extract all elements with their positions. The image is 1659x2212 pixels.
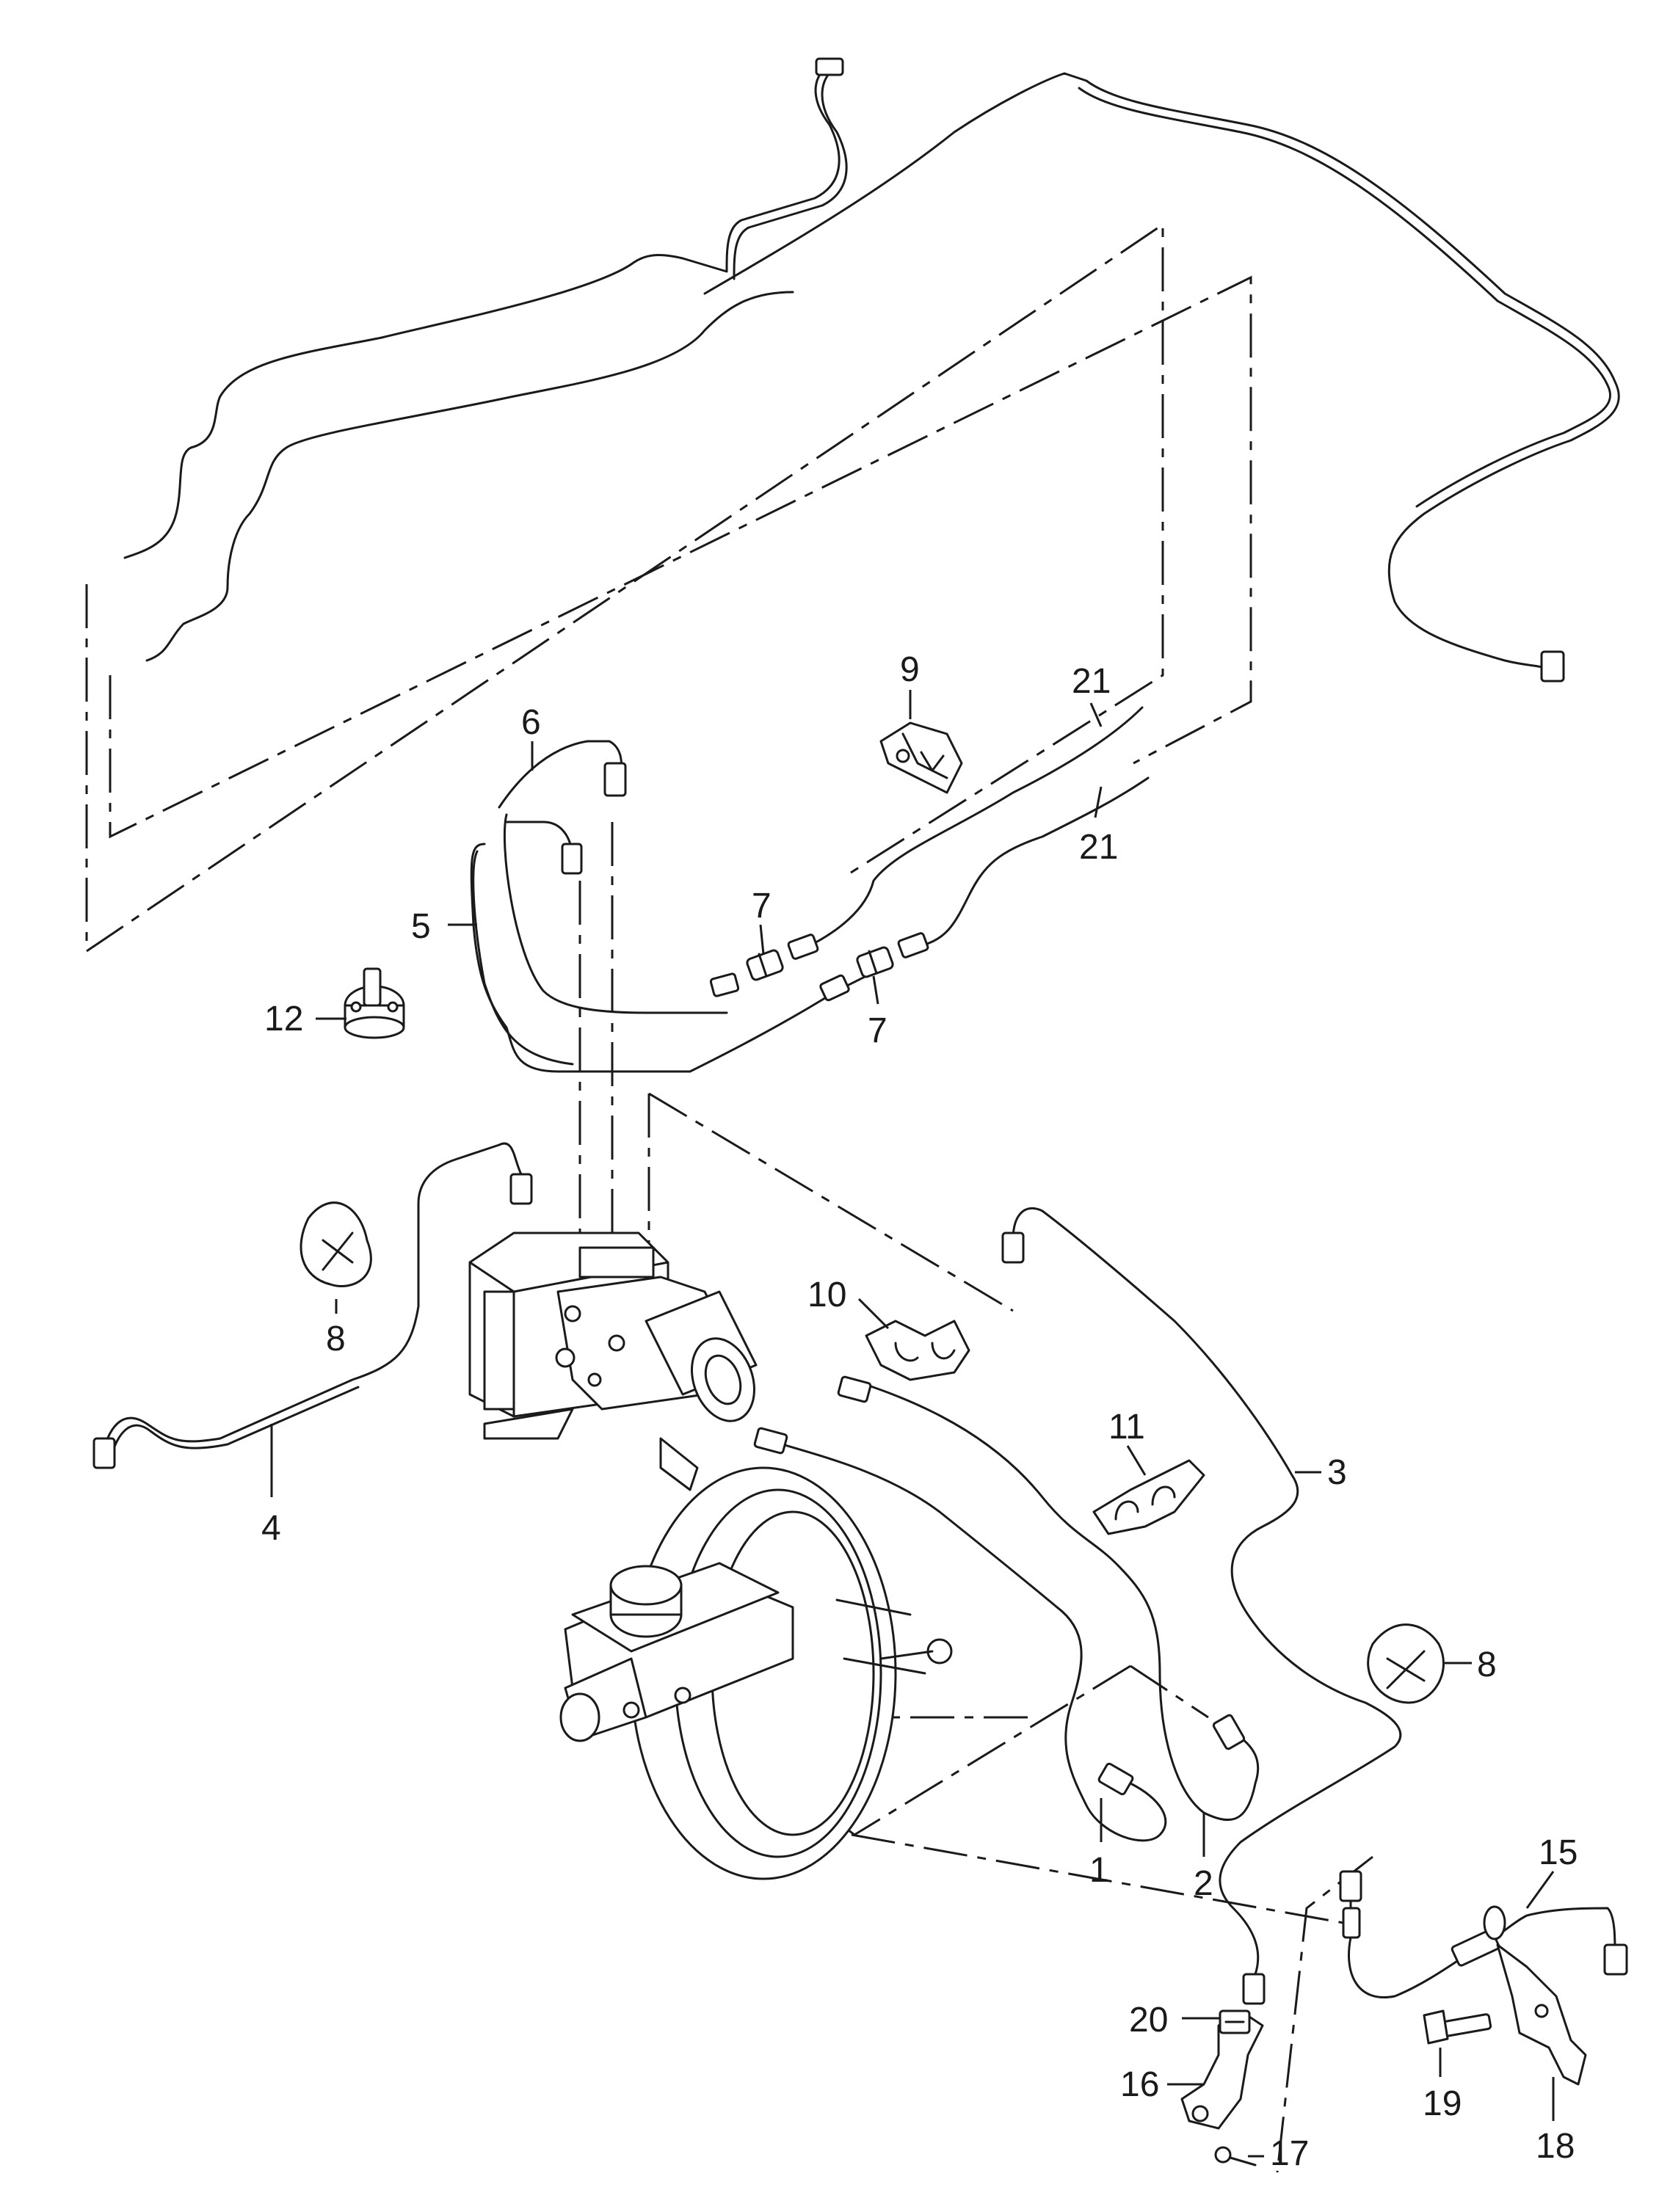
brake-line-21-lower (916, 776, 1150, 948)
fitting-upper-left-end (815, 57, 844, 76)
brake-line-upper-right (703, 72, 1620, 677)
brake-line-upper-left-inner (733, 72, 848, 280)
fitting-line-5-end (819, 974, 850, 1002)
bolt-part-17 (1214, 2146, 1257, 2166)
brake-line-4-inner (109, 1386, 360, 1462)
bracket-part-18 (1496, 1943, 1587, 2086)
bolt-part-19 (1423, 2009, 1492, 2045)
callout-1: 1 (1089, 1851, 1109, 1890)
callout-20: 20 (1129, 2001, 1168, 2040)
brake-line-upper-left (123, 65, 841, 559)
reference-frame-upper (85, 222, 1164, 953)
clip-part-11 (1092, 1459, 1205, 1535)
reference-frame-inner (109, 275, 1252, 839)
brake-line-upper-middle (145, 291, 794, 662)
reference-line-hose (1276, 1855, 1373, 2173)
fitting-line-4-abs (509, 1173, 533, 1205)
fitting-line-1-abs (753, 1427, 788, 1455)
fitting-line-2-mc (1212, 1714, 1246, 1750)
fitting-line-6-branch (561, 843, 583, 875)
callout-7-upper: 7 (752, 887, 772, 925)
fitting-line-3-bottom (1242, 1973, 1266, 2005)
fitting-line-2-abs (837, 1375, 872, 1403)
callout-18: 18 (1536, 2127, 1575, 2166)
callout-16: 16 (1120, 2065, 1159, 2104)
screw-part-20 (1219, 2009, 1251, 2034)
fitting-line-1-mc (1097, 1762, 1134, 1796)
callout-3: 3 (1327, 1453, 1347, 1492)
grommet-part-8-right (1367, 1623, 1445, 1704)
fitting-upper-right-end (1540, 650, 1565, 683)
callout-17: 17 (1270, 2134, 1309, 2173)
hose-15-collar (1483, 1905, 1506, 1940)
callout-10: 10 (807, 1276, 846, 1314)
callout-12: 12 (264, 1000, 303, 1038)
callout-21-upper: 21 (1072, 662, 1111, 701)
fitting-21-lower-end (897, 932, 929, 958)
callout-9: 9 (900, 650, 920, 689)
grommet-part-12 (344, 967, 405, 1039)
grommet-part-8-left (300, 1201, 372, 1287)
fitting-line-4-end (92, 1437, 116, 1469)
hose-15-ferrule-left (1342, 1907, 1361, 1939)
clip-part-10 (865, 1320, 970, 1381)
callout-5: 5 (411, 907, 431, 946)
fitting-line-3-top (1001, 1231, 1025, 1264)
connector-7-upper (746, 949, 784, 981)
bracket-part-16 (1180, 2009, 1264, 2130)
callout-6: 6 (521, 703, 541, 742)
brake-line-2 (850, 1378, 1260, 1821)
callout-4: 4 (261, 1509, 281, 1548)
callout-8-right: 8 (1477, 1645, 1497, 1684)
brake-line-4 (101, 1142, 523, 1455)
brake-line-upper-right-inner (1078, 87, 1611, 508)
reference-line-abs (578, 822, 614, 1248)
reference-frame-lower (647, 1092, 1209, 1836)
callout-11: 11 (1108, 1408, 1145, 1447)
bracket-part-9 (879, 721, 963, 794)
fitting-21-upper-end (787, 934, 819, 960)
fitting-line-6-end (709, 972, 740, 997)
master-cylinder (559, 1562, 794, 1742)
callout-15: 15 (1539, 1833, 1578, 1872)
abs-pump-motor (645, 1290, 758, 1422)
brake-line-3 (1012, 1207, 1402, 1976)
callout-19: 19 (1423, 2084, 1462, 2123)
brake-line-1 (762, 1437, 1167, 1842)
callout-2: 2 (1194, 1864, 1213, 1903)
callout-7-lower: 7 (868, 1011, 887, 1050)
callout-leaders (270, 690, 1555, 2158)
abs-mounting-bracket (483, 1408, 699, 1491)
hose-15-fitting-left (1339, 1870, 1362, 1902)
fitting-line-6-top (603, 762, 627, 797)
brake-line-21-upper (806, 706, 1144, 948)
hose-15-fitting-right (1603, 1943, 1628, 1976)
callout-8-left: 8 (326, 1320, 346, 1358)
connector-7-lower (856, 946, 894, 978)
brake-line-5-inner (472, 850, 574, 1066)
callout-21-lower: 21 (1079, 828, 1118, 867)
